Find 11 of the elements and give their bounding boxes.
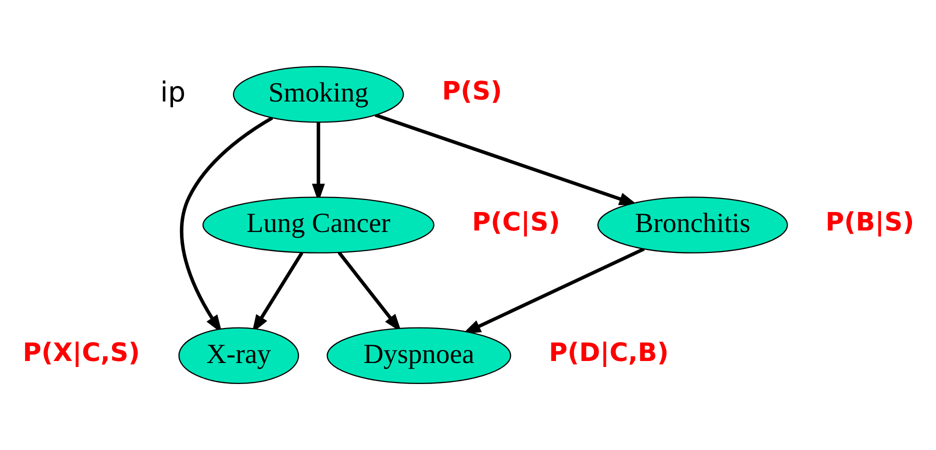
label: ip <box>160 76 186 109</box>
node-ellipse: Lung Cancer <box>202 196 434 254</box>
node-ellipse: Bronchitis <box>597 196 788 254</box>
node-label: P(C|S) <box>472 206 560 236</box>
node-ellipse: Smoking <box>232 66 404 123</box>
node-ellipse: X-ray <box>178 327 300 384</box>
node-label: P(S) <box>442 76 502 106</box>
node-label: P(B|S) <box>825 206 914 236</box>
node-label: P(D|C,B) <box>548 336 669 367</box>
node-ellipse: Dyspnoea <box>326 327 512 384</box>
node-label: P(X|C,S) <box>22 336 140 367</box>
